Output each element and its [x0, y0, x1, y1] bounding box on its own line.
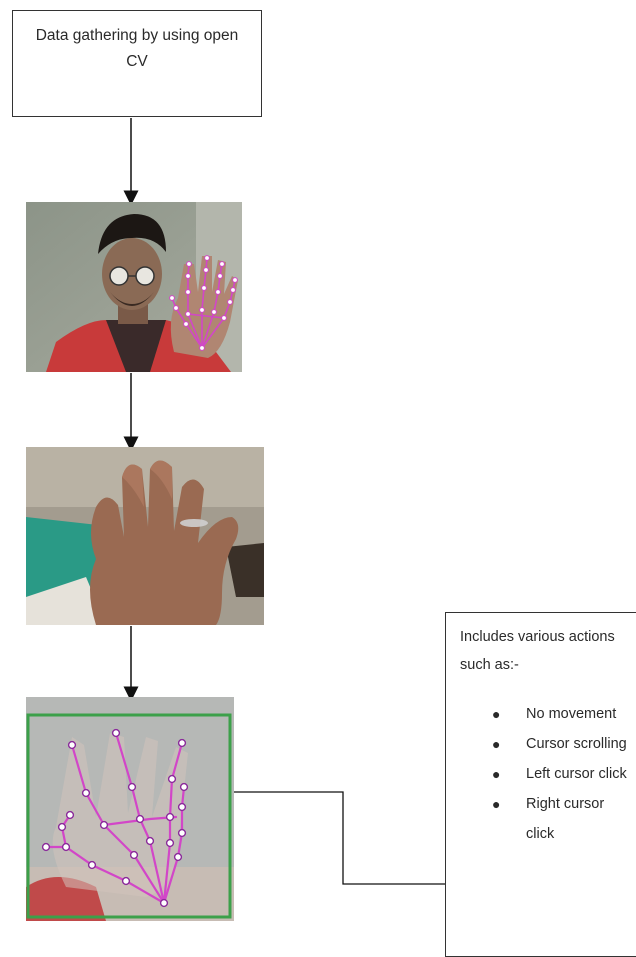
- action-label: Right cursor click: [526, 796, 605, 842]
- elbow-connector-to-actions: [234, 791, 445, 885]
- data-gathering-label: Data gathering by using open CV: [35, 27, 239, 70]
- raw-hand-image: [26, 447, 264, 625]
- action-item-cursor-scrolling: ● Cursor scrolling: [446, 729, 636, 759]
- action-label: No movement: [526, 706, 617, 722]
- action-item-left-click: ● Left cursor click: [446, 759, 636, 789]
- bullet-icon: ●: [492, 736, 501, 752]
- bullet-icon: ●: [492, 766, 501, 782]
- actions-box: Includes various actions such as:- ● No …: [445, 612, 636, 957]
- action-item-right-click: ● Right cursor click: [446, 789, 636, 849]
- data-gathering-box: Data gathering by using open CV: [12, 10, 262, 117]
- actions-intro: Includes various actions such as:-: [460, 629, 615, 673]
- bullet-icon: ●: [492, 796, 501, 812]
- action-label: Cursor scrolling: [526, 736, 627, 752]
- webcam-face-image: [26, 202, 242, 372]
- hand-skeleton-image: [26, 697, 234, 921]
- actions-list: ● No movement ● Cursor scrolling ● Left …: [446, 699, 636, 849]
- action-item-no-movement: ● No movement: [446, 699, 636, 729]
- action-label: Left cursor click: [526, 766, 627, 782]
- bullet-icon: ●: [492, 706, 501, 722]
